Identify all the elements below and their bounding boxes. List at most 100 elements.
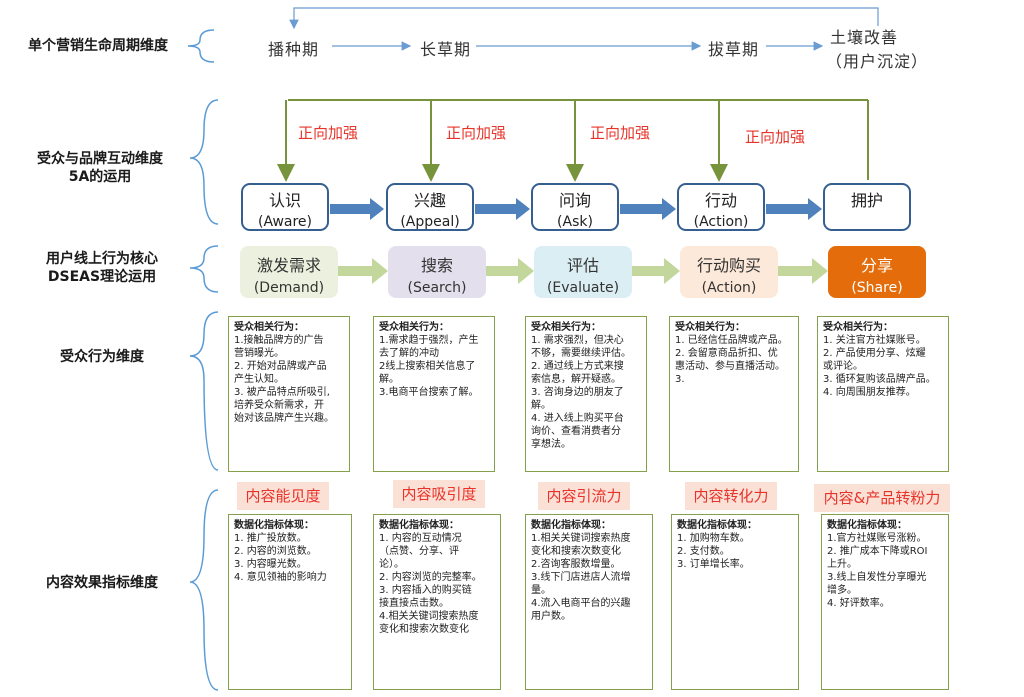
card-title: 受众相关行为： — [379, 322, 449, 333]
row-label-online: 用户线上行为核心 DSEAS理论运用 — [22, 250, 182, 286]
metric-card-2: 数据化指标体现：1. 内容的互动情况（点赞、分享、评论）。2. 内容浏览的完整率… — [373, 514, 501, 690]
card-line: 3. 内容插入的购买链 — [379, 585, 472, 596]
card-line: 解。 — [379, 374, 399, 385]
card-line: 去了解的冲动 — [379, 348, 439, 359]
card-line: 2. 通过线上方式来搜 — [531, 361, 624, 372]
stage-advocate: 拥护 — [823, 183, 911, 231]
dseas-share: 分享 (Share) — [828, 246, 926, 298]
stage-appeal-en: (Appeal) — [400, 214, 460, 230]
dseas-search-cn: 搜索 — [420, 256, 453, 275]
row-label-interaction: 受众与品牌互动维度 5A的运用 — [20, 150, 180, 186]
card-line: 2.咨询客服数增量。 — [531, 559, 621, 570]
card-line: 3. — [675, 374, 685, 385]
card-line: 3.线上自发性分享曝光 — [827, 572, 927, 583]
card-line: 或评论。 — [823, 361, 863, 372]
card-line: 1. 加购物车数。 — [677, 533, 750, 544]
stage-aware: 认识 (Aware) — [241, 183, 329, 231]
card-line: 用户数。 — [531, 611, 571, 622]
dseas-action-en: (Action) — [701, 280, 757, 296]
card-line: 培养受众新需求，开 — [234, 400, 324, 411]
row-label-effect: 内容效果指标维度 — [46, 575, 158, 591]
stage-ask-cn: 问询 — [558, 191, 591, 210]
row-label-lifecycle: 单个营销生命周期维度 — [28, 38, 168, 54]
dseas-share-en: (Share) — [851, 280, 903, 296]
phase-seeding: 播种期 — [268, 40, 320, 59]
reinforce-label-1: 正向加强 — [298, 124, 359, 142]
card-line: 营销曝光。 — [234, 348, 284, 359]
dseas-search: 搜索 (Search) — [388, 246, 486, 298]
row-label-behavior: 受众行为维度 — [60, 349, 144, 365]
card-line: 4.相关关键词搜索热度 — [379, 611, 479, 622]
card-line: 4. 进入线上购买平台 — [531, 413, 624, 424]
reinforce-label-4: 正向加强 — [745, 128, 806, 146]
card-line: 2. 内容的浏览数。 — [234, 546, 317, 557]
card-line: 2. 会留意商品折扣、优 — [675, 348, 778, 359]
card-line: 2. 支付数。 — [677, 546, 730, 557]
card-line: 2. 开始对品牌或产品 — [234, 361, 327, 372]
card-line: 1. 已经信任品牌或产品。 — [675, 335, 788, 346]
card-line: 询价、查看消费者分 — [531, 426, 621, 437]
card-line: 2. 推广成本下降或ROI — [827, 546, 928, 557]
card-line: 4. 好评数率。 — [827, 598, 890, 609]
card-title: 受众相关行为： — [531, 322, 601, 333]
card-line: 索信息，解开疑惑。 — [531, 374, 621, 385]
reinforce-label-3: 正向加强 — [590, 124, 651, 142]
card-line: 惠活动、参与直播活动。 — [675, 361, 785, 372]
card-title: 数据化指标体现： — [827, 520, 907, 531]
card-line: 1.相关关键词搜索热度 — [531, 533, 631, 544]
dseas-share-cn: 分享 — [860, 256, 893, 275]
card-line: 接直接点击数。 — [379, 598, 449, 609]
phase-soil-improve: 土壤改善 — [830, 28, 899, 47]
dseas-evaluate: 评估 (Evaluate) — [534, 246, 632, 298]
stage-action-en: (Action) — [693, 214, 749, 230]
card-line: 4.流入电商平台的兴趣 — [531, 598, 631, 609]
dseas-demand: 激发需求 (Demand) — [240, 246, 338, 298]
behavior-card-1: 受众相关行为：1.接触品牌方的广告营销曝光。2. 开始对品牌或产品产生认知。3.… — [228, 316, 350, 472]
effect-tag-attraction: 内容吸引度 — [393, 480, 485, 508]
card-line: 3. 咨询身边的朋友了 — [531, 387, 624, 398]
row-label-interaction-line2: 5A的运用 — [68, 169, 132, 185]
stage-advocate-cn: 拥护 — [850, 191, 883, 210]
card-line: 变化和搜索次数变化 — [379, 624, 469, 635]
row-label-online-line2: DSEAS理论运用 — [47, 269, 157, 285]
dseas-demand-cn: 激发需求 — [256, 256, 321, 275]
card-line: 4. 向周围朋友推荐。 — [823, 387, 916, 398]
metric-card-1: 数据化指标体现：1. 推广投放数。2. 内容的浏览数。3. 内容曝光数。4. 意… — [228, 514, 352, 690]
stage-aware-cn: 认识 — [268, 191, 301, 210]
phase-harvest: 拔草期 — [708, 40, 760, 59]
row-label-interaction-line1: 受众与品牌互动维度 — [37, 151, 163, 167]
card-line: 上升。 — [827, 559, 857, 570]
dseas-evaluate-en: (Evaluate) — [546, 280, 620, 296]
card-line: 解。 — [531, 400, 551, 411]
card-title: 数据化指标体现： — [234, 520, 314, 531]
dseas-arrows — [338, 258, 828, 284]
card-line: 2线上搜索相关信息了 — [379, 361, 476, 372]
effect-tag-traffic: 内容引流力 — [538, 482, 630, 510]
card-line: 1.官方社媒账号涨粉。 — [827, 533, 927, 544]
card-line: 1. 内容的互动情况 — [379, 533, 462, 544]
card-line: 1. 关注官方社媒账号。 — [823, 335, 926, 346]
card-title: 数据化指标体现： — [379, 520, 459, 531]
stage-action: 行动 (Action) — [677, 183, 765, 231]
row-braces — [187, 29, 219, 691]
stage-appeal: 兴趣 (Appeal) — [386, 183, 474, 231]
card-line: 论）。 — [379, 559, 404, 570]
stage-ask: 问询 (Ask) — [531, 183, 619, 231]
card-line: 3.线下门店进店人流增 — [531, 572, 631, 583]
dseas-evaluate-cn: 评估 — [566, 256, 599, 275]
card-line: 2. 产品使用分享、炫耀 — [823, 348, 926, 359]
card-line: 3. 循环复购该品牌产品。 — [823, 374, 936, 385]
card-line: 不够，需要继续评估。 — [531, 348, 631, 359]
card-line: 2. 内容浏览的完整率。 — [379, 572, 482, 583]
card-line: 4. 意见领袖的影响力 — [234, 572, 327, 583]
stage-action-cn: 行动 — [704, 191, 737, 210]
card-line: 1. 需求强烈，但决心 — [531, 335, 624, 346]
behavior-card-5: 受众相关行为：1. 关注官方社媒账号。2. 产品使用分享、炫耀或评论。3. 循环… — [817, 316, 949, 472]
card-line: 享想法。 — [531, 439, 571, 450]
stage-appeal-cn: 兴趣 — [413, 191, 446, 210]
card-line: 3. 内容曝光数。 — [234, 559, 307, 570]
reinforce-label-2: 正向加强 — [446, 124, 507, 142]
